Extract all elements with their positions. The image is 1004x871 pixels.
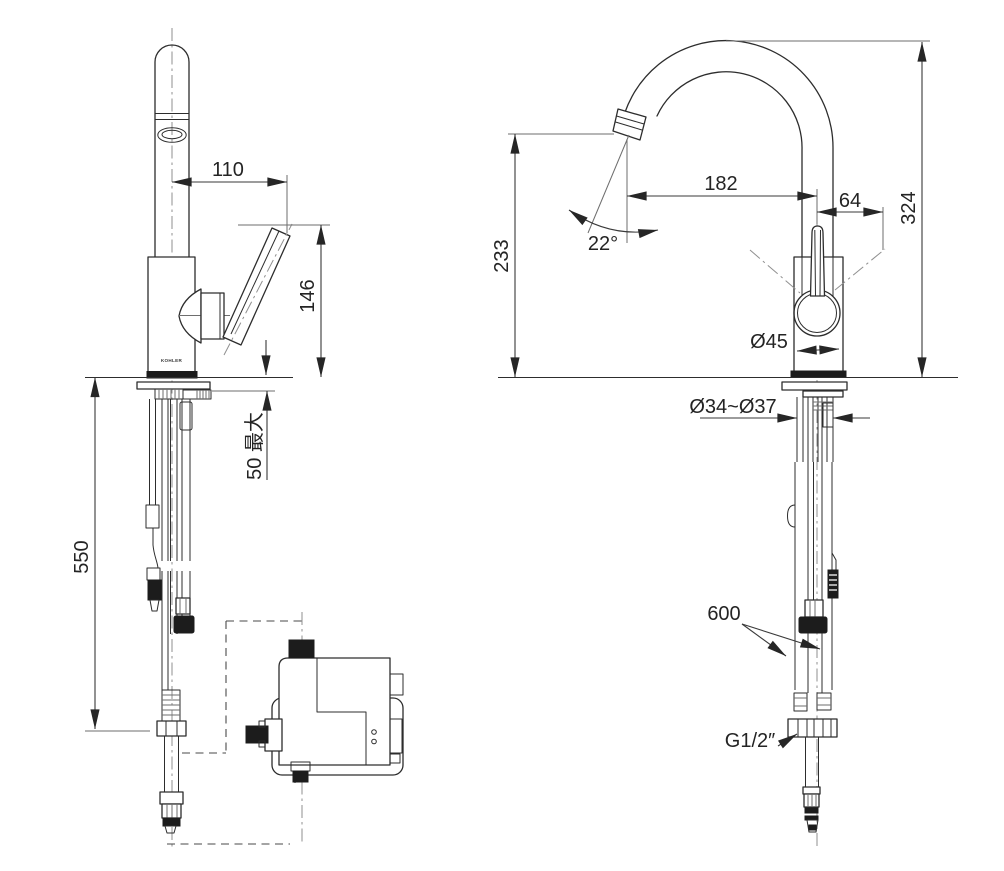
hose-union: [173, 615, 195, 634]
handle-swing-right: [834, 248, 886, 291]
dim-hole-dia-label: Ø34~Ø37: [689, 396, 776, 418]
handle-axis: [223, 223, 293, 356]
dim-233-label: 233: [491, 239, 513, 272]
front-view: 233 22° 182 64 324 Ø45: [491, 39, 958, 848]
dim-110-label: 110: [212, 159, 244, 181]
dim-550: 550: [71, 377, 150, 732]
base-ring-front: [790, 370, 847, 378]
gooseneck-spout: [612, 39, 834, 258]
handle-swing-left: [749, 249, 801, 294]
sensor-cable: [152, 528, 159, 569]
dim-64-label: 64: [839, 190, 861, 212]
dim-146-label: 146: [297, 279, 319, 312]
dim-182: 182: [626, 173, 818, 224]
handle-front: [809, 225, 826, 297]
escutcheon-front: [781, 381, 848, 391]
handle-lever: [222, 227, 291, 346]
hex-nut-side: [156, 720, 187, 737]
dim-324-label: 324: [898, 191, 920, 224]
dim-182-label: 182: [704, 173, 737, 195]
dim-110: 110: [171, 159, 288, 233]
thread-callout: G1/2″: [725, 730, 798, 752]
spout-nozzle: [612, 108, 647, 141]
dim-146: 146: [238, 224, 330, 378]
escutcheon-side: [136, 381, 211, 390]
dim-angle-22: 22°: [568, 134, 659, 255]
control-box-assembly: [167, 612, 404, 845]
bottom-connector: [292, 770, 309, 783]
hose-clip: [179, 401, 193, 431]
dim-600-label: 600: [707, 603, 740, 625]
side-connector: [245, 725, 269, 744]
dim-50max: 50 最大: [243, 340, 272, 480]
supply-lines-front: [787, 462, 839, 833]
dim-dia45: Ø45: [750, 331, 840, 355]
cable-plug-front: [827, 569, 839, 599]
supply-lines-side: [145, 399, 195, 834]
hose-union-front: [798, 616, 828, 634]
dim-64: 64: [816, 190, 884, 250]
sensor-box: [145, 504, 160, 529]
dim-550-label: 550: [71, 540, 93, 573]
hose-end: [164, 825, 177, 834]
led-indicator: [371, 738, 377, 745]
side-view: KOHLER: [71, 28, 404, 848]
dim-50max-label: 50 最大: [243, 412, 266, 480]
dim-dia45-label: Ø45: [750, 331, 788, 353]
aerator-ring: [157, 127, 187, 143]
handle-hub: [200, 292, 225, 340]
thread-label: G1/2″: [725, 730, 775, 752]
handle-side: [178, 223, 293, 356]
led-indicator: [371, 729, 377, 735]
deck-side: [85, 377, 293, 400]
cable-plug: [147, 579, 162, 601]
hex-nuts-front: [787, 718, 838, 738]
hose-end-front: [806, 819, 819, 833]
hose-fitting: [175, 597, 191, 615]
mounting-bolt: [822, 402, 834, 428]
dim-600: 600: [707, 603, 821, 657]
hose-fitting-front: [804, 599, 824, 618]
dim-hole-dia: Ø34~Ø37: [689, 396, 870, 423]
faucet-body-front: [749, 225, 886, 378]
hose-clip-front: [787, 504, 796, 528]
dim-233: 233: [491, 133, 614, 378]
spout-side: [154, 44, 190, 259]
deck-front: [498, 377, 958, 462]
dim-324: 324: [726, 40, 930, 378]
dim-angle-label: 22°: [588, 233, 618, 255]
top-connector: [288, 639, 315, 659]
brand-logo: KOHLER: [161, 358, 183, 363]
